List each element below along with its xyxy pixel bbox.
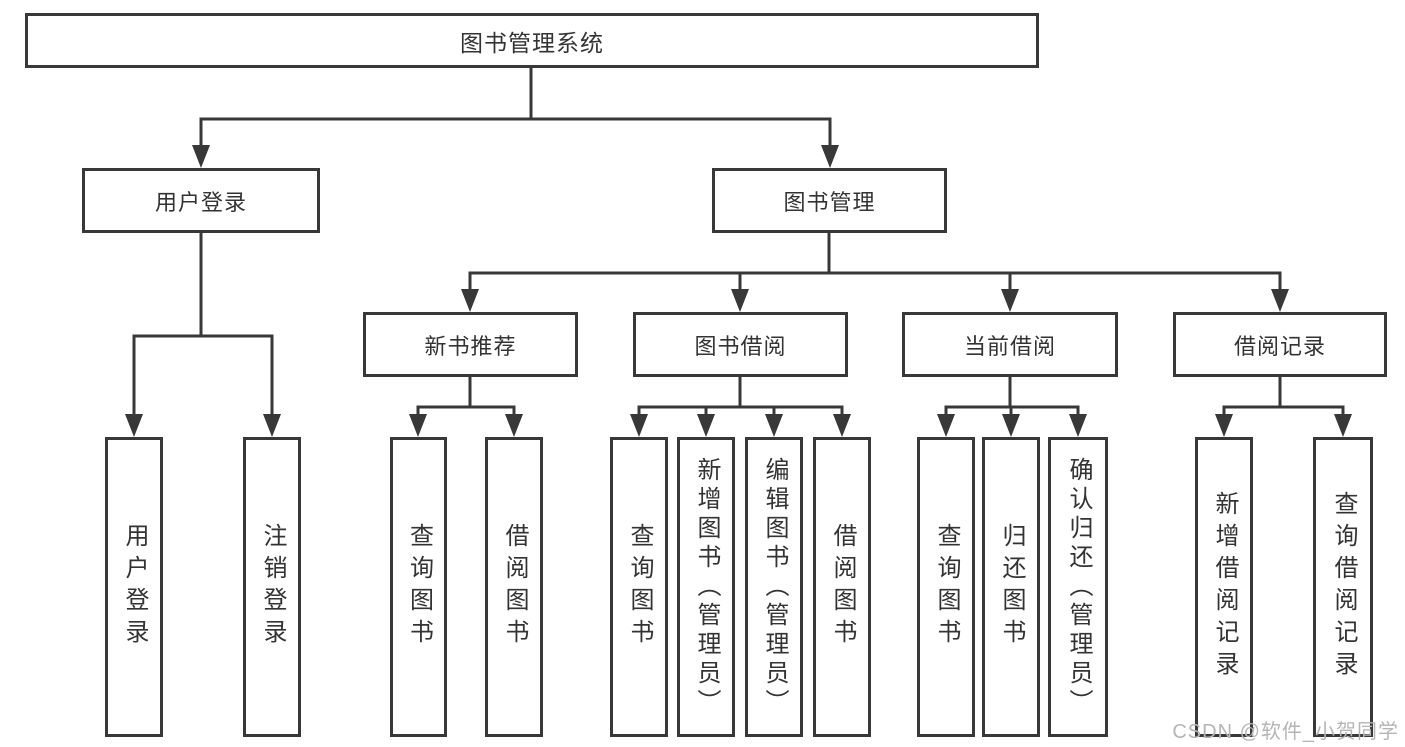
leaf-edit-book-admin: 编辑图书（管理员） [745, 437, 803, 737]
node-label: 借阅图书 [501, 523, 528, 651]
node-label: 确认归还（管理员） [1065, 456, 1092, 718]
leaf-query-borrow-record: 查询借阅记录 [1313, 437, 1373, 737]
node-label: 注销登录 [259, 523, 286, 651]
node-label: 查询借阅记录 [1330, 491, 1357, 683]
leaf-query-book-3: 查询图书 [917, 437, 975, 737]
node-book-management: 图书管理 [712, 168, 947, 233]
node-label: 查询图书 [933, 523, 960, 651]
node-label: 新书推荐 [424, 333, 517, 359]
leaf-query-book-2: 查询图书 [610, 437, 668, 737]
leaf-return-book: 归还图书 [982, 437, 1040, 737]
node-label: 图书借阅 [694, 333, 787, 359]
node-label: 图书管理 [783, 189, 876, 215]
node-label: 用户登录 [154, 189, 247, 215]
leaf-user-login: 用户登录 [105, 437, 163, 737]
leaf-query-book-1: 查询图书 [390, 437, 447, 737]
node-label: 新增图书（管理员） [693, 456, 720, 718]
node-label: 新增借阅记录 [1211, 491, 1238, 683]
leaf-confirm-return-admin: 确认归还（管理员） [1048, 437, 1108, 737]
node-borrow-record: 借阅记录 [1173, 312, 1387, 377]
node-label: 图书管理系统 [460, 29, 604, 56]
node-new-book-recommend: 新书推荐 [363, 312, 578, 377]
leaf-add-book-admin: 新增图书（管理员） [677, 437, 735, 737]
leaf-borrow-book-2: 借阅图书 [813, 437, 871, 737]
node-label: 查询图书 [626, 523, 653, 651]
node-label: 当前借阅 [963, 333, 1056, 359]
node-current-borrow: 当前借阅 [902, 312, 1118, 377]
node-label: 用户登录 [121, 523, 148, 651]
csdn-watermark: CSDN @软件_小贺同学 [1172, 721, 1399, 743]
node-user-login: 用户登录 [82, 168, 320, 233]
node-label: 编辑图书（管理员） [761, 456, 788, 718]
node-label: 借阅记录 [1233, 333, 1326, 359]
node-label: 借阅图书 [829, 523, 856, 651]
leaf-logout: 注销登录 [243, 437, 301, 737]
node-book-borrow: 图书借阅 [633, 312, 848, 377]
node-label: 查询图书 [405, 523, 433, 651]
leaf-borrow-book-1: 借阅图书 [485, 437, 543, 737]
arrowheads [125, 145, 1352, 437]
node-system-root: 图书管理系统 [25, 13, 1039, 68]
node-label: 归还图书 [998, 523, 1025, 651]
leaf-add-borrow-record: 新增借阅记录 [1195, 437, 1253, 737]
